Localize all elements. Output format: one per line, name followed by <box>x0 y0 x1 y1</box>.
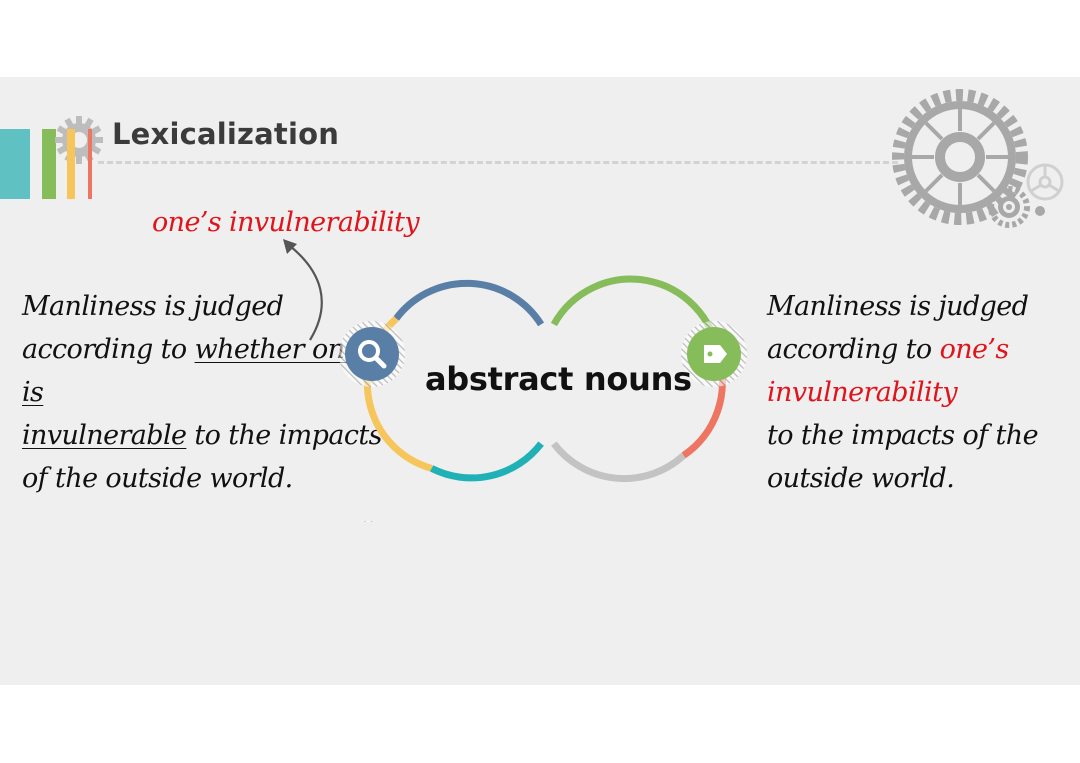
search-icon <box>339 321 405 387</box>
arc-teal <box>430 441 544 482</box>
highlight-phrase: one’s <box>939 334 1010 365</box>
left-paragraph: Manliness is judged according to whether… <box>22 285 383 500</box>
right-line-2-prefix: according to <box>767 334 940 365</box>
title-divider <box>98 161 898 164</box>
header-bar-green <box>42 129 56 199</box>
abstract-nouns-diagram <box>339 275 747 522</box>
right-paragraph: Manliness is judged according to one’s i… <box>767 285 1067 500</box>
curved-arrow <box>283 239 323 341</box>
page-title: Lexicalization <box>112 117 340 151</box>
highlight-phrase: invulnerability <box>767 377 958 408</box>
underlined-phrase: whether one is <box>22 334 360 408</box>
underlined-phrase: invulnerable <box>22 420 187 451</box>
header-bar-salmon <box>88 129 92 199</box>
slide: Lexicalization <box>0 77 1080 685</box>
annotation-text: one’s invulnerability <box>152 207 420 238</box>
left-line-4: of the outside world. <box>22 463 293 494</box>
arc-blue <box>393 279 545 327</box>
center-label: abstract nouns <box>425 360 692 398</box>
header-bar-yellow <box>67 129 75 199</box>
left-line-2-prefix: according to <box>22 334 195 365</box>
left-line-3-suffix: to the impacts <box>186 420 382 451</box>
right-line-1: Manliness is judged <box>767 291 1029 322</box>
left-line-1: Manliness is judged <box>22 291 284 322</box>
gear-icon <box>892 89 1064 228</box>
right-line-4: to the impacts of the <box>767 420 1039 451</box>
left-line-2: according to whether one is <box>22 328 382 414</box>
right-line-5: outside world. <box>767 463 955 494</box>
arc-gray <box>551 441 686 482</box>
left-line-3: invulnerable to the impacts <box>22 414 383 457</box>
tag-icon <box>681 321 747 387</box>
gear-icon <box>54 115 104 165</box>
info-icon <box>359 521 377 522</box>
right-line-2: according to one’s <box>767 328 1067 371</box>
header-bar-teal <box>0 129 30 199</box>
